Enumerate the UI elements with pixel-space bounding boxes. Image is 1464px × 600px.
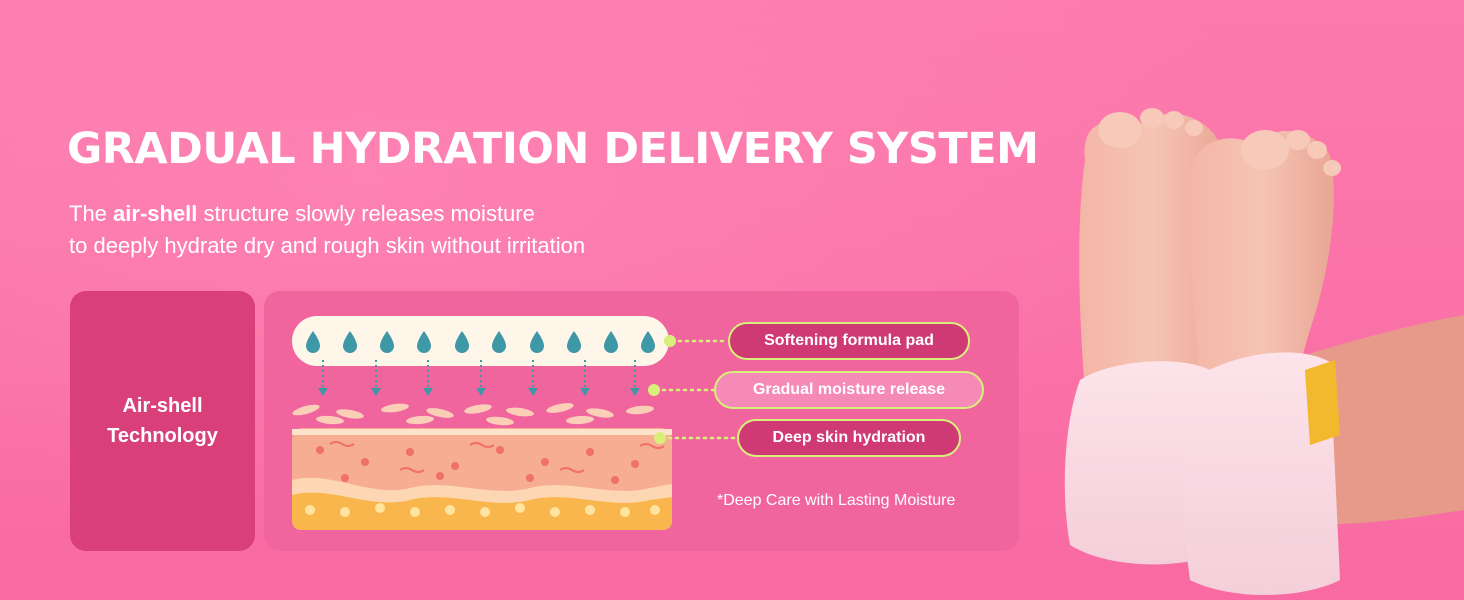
deep-layer-dot — [480, 507, 490, 517]
connectors — [648, 335, 740, 444]
skin-flake — [586, 408, 614, 418]
deep-layer-dot — [375, 503, 385, 513]
label-moisture-release: Gradual moisture release — [714, 371, 984, 409]
skin-cell-dot — [361, 458, 369, 466]
formula-pad — [292, 316, 669, 366]
release-arrows — [318, 360, 640, 396]
water-drop-icon — [641, 331, 655, 353]
skin-flake — [486, 416, 514, 426]
arrow-down-icon — [580, 388, 590, 396]
skin-squiggle — [399, 467, 425, 473]
skin-cell-dot — [541, 458, 549, 466]
skin-squiggle — [329, 441, 355, 447]
deep-layer-dot — [410, 507, 420, 517]
heel-pad-right — [1182, 352, 1340, 595]
deep-layer-dot — [650, 505, 660, 515]
deep-layer-dot — [585, 505, 595, 515]
deep-layer-dot — [445, 505, 455, 515]
skin-cell-dot — [526, 474, 534, 482]
page-title: GRADUAL HYDRATION DELIVERY SYSTEM — [67, 124, 1039, 174]
water-drop-icon — [604, 331, 618, 353]
heel-pad-left — [1064, 361, 1220, 565]
skin-cell-dot — [436, 472, 444, 480]
skin-flakes — [292, 403, 654, 426]
arrow-down-icon — [476, 388, 486, 396]
arrow-down-icon — [528, 388, 538, 396]
subtitle: The air-shell structure slowly releases … — [69, 198, 689, 262]
skin-cell-dot — [406, 448, 414, 456]
label-skin-hydration: Deep skin hydration — [737, 419, 961, 457]
water-drop-icon — [530, 331, 544, 353]
feet-product-photo — [1064, 108, 1464, 595]
subtitle-line-2: to deeply hydrate dry and rough skin wit… — [69, 233, 586, 258]
right-foot — [1189, 131, 1334, 391]
heel-pad-tab — [1305, 360, 1340, 445]
skin-squiggle — [639, 443, 665, 449]
skin-cell-dot — [586, 448, 594, 456]
subtitle-highlight: air-shell — [113, 201, 198, 226]
water-drops — [306, 331, 655, 353]
deep-layer-dot — [620, 507, 630, 517]
water-drop-icon — [306, 331, 320, 353]
skin-cell-dot — [341, 474, 349, 482]
skin-cell-dot — [451, 462, 459, 470]
water-drop-icon — [380, 331, 394, 353]
skin-flake — [426, 408, 454, 418]
deep-layer-dot — [340, 507, 350, 517]
skin-upper-layer — [292, 428, 672, 500]
skin-flake — [626, 405, 654, 415]
technology-card: Air-shell Technology — [70, 291, 255, 551]
skin-flake — [506, 407, 534, 417]
water-drop-icon — [567, 331, 581, 353]
deep-layer-dot — [515, 503, 525, 513]
skin-flake — [292, 404, 320, 416]
skin-flake — [336, 409, 364, 419]
skin-cell-dot — [631, 460, 639, 468]
skin-flake — [316, 415, 344, 425]
skin-cell-dot — [496, 446, 504, 454]
skin-squiggle — [559, 467, 585, 473]
water-drop-icon — [492, 331, 506, 353]
skin-flake — [566, 415, 594, 425]
arrow-down-icon — [630, 388, 640, 396]
footnote: *Deep Care with Lasting Moisture — [717, 492, 956, 509]
arrow-down-icon — [371, 388, 381, 396]
deep-layer-dot — [305, 505, 315, 515]
skin-flake — [464, 404, 492, 414]
arrow-down-icon — [318, 388, 328, 396]
skin-flake — [406, 415, 434, 425]
deep-layer-dot — [550, 507, 560, 517]
connector-dot-3 — [654, 432, 666, 444]
skin-cell-dot — [316, 446, 324, 454]
skin-flake — [381, 403, 409, 413]
skin-cell-dot — [611, 476, 619, 484]
skin-cells — [305, 441, 665, 517]
connector-dot-2 — [648, 384, 660, 396]
label-softening-pad: Softening formula pad — [728, 322, 970, 360]
skin-flake — [546, 403, 574, 413]
subtitle-line-1: The air-shell structure slowly releases … — [69, 198, 689, 230]
arrow-down-icon — [423, 388, 433, 396]
subtitle-text-a: The — [69, 201, 114, 226]
connector-dot-1 — [664, 335, 676, 347]
toes — [1098, 108, 1341, 176]
skin-squiggle — [469, 442, 495, 448]
water-drop-icon — [455, 331, 469, 353]
water-drop-icon — [343, 331, 357, 353]
technology-label: Air-shell Technology — [107, 395, 218, 447]
water-drop-icon — [417, 331, 431, 353]
subtitle-text-b: structure slowly releases moisture — [197, 201, 535, 226]
